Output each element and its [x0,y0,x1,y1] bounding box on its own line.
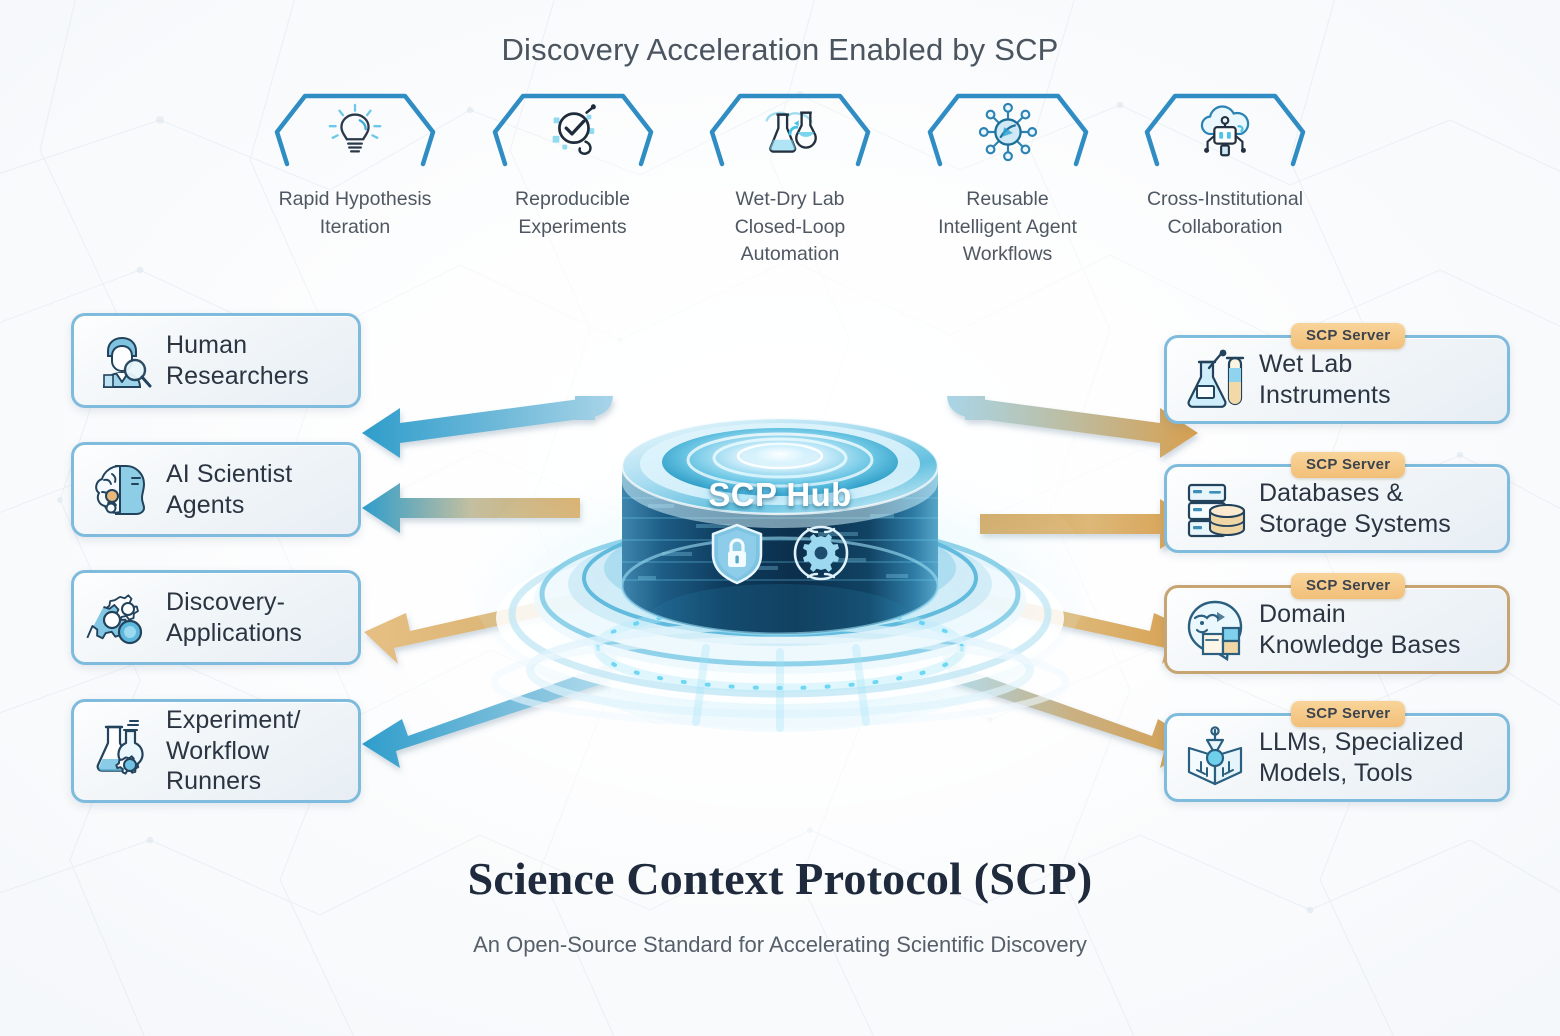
server-card-databases-storage[interactable]: SCP Server Databases & Storage Systems [1164,452,1510,553]
agent-network-icon [978,102,1037,162]
flask-tube-icon [1187,349,1245,408]
database-icon [1187,483,1246,537]
card-label: Experiment/ Workflow Runners [166,706,301,796]
researcher-icon [102,336,152,388]
scp-server-badge: SCP Server [1291,701,1406,727]
feature-label: Wet-Dry Lab Closed-Loop Automation [734,188,846,266]
hexagon-outline-icon [274,93,436,167]
flask-gear-icon [96,720,144,775]
feature-reproducible-experiments[interactable]: Reproducible Experiments [473,88,673,241]
feature-hex-frame [274,88,436,176]
hexagon-outline-icon [927,93,1088,167]
card-label: Wet Lab Instruments [1259,350,1391,409]
feature-hex-frame [709,88,871,176]
card-label: Domain Knowledge Bases [1259,600,1461,659]
card-label: Human Researchers [166,331,309,390]
feature-label: Reproducible Experiments [515,188,630,238]
scp-server-badge: SCP Server [1291,573,1406,599]
client-card-human-researchers[interactable]: Human Researchers [71,313,361,408]
card-label: LLMs, Specialized Models, Tools [1259,728,1464,787]
scp-server-badge: SCP Server [1291,323,1406,349]
gears-icon [86,593,143,644]
check-flask-icon [552,104,596,155]
client-card-discovery-applications[interactable]: Discovery- Applications [71,570,361,665]
hexagon-outline-icon [1144,93,1306,167]
feature-hex-frame [1144,88,1306,176]
card-label: AI Scientist Agents [166,460,293,519]
feature-rapid-hypothesis-iteration[interactable]: Rapid Hypothesis Iteration [255,88,455,241]
scp-hub[interactable]: SCP Hub [466,318,1094,738]
card-label: Databases & Storage Systems [1259,479,1451,538]
hexagon-outline-icon [492,93,653,167]
ai-brain-icon [95,464,146,515]
feature-hex-frame [927,88,1088,176]
server-card-wet-lab-instruments[interactable]: SCP Server Wet Lab Instruments [1164,323,1510,424]
scp-server-badge: SCP Server [1291,452,1406,478]
feature-label: Rapid Hypothesis Iteration [278,188,432,238]
server-card-domain-knowledge-bases[interactable]: SCP Server Domain Knowledge Bases [1164,573,1510,674]
feature-reusable-agent-workflows[interactable]: Reusable Intelligent Agent Workflows [908,88,1108,269]
feature-label: Reusable Intelligent Agent Workflows [938,188,1077,266]
lightbulb-icon [328,103,382,153]
feature-cross-institutional-collaboration[interactable]: Cross-Institutional Collaboration [1125,88,1325,241]
client-card-ai-scientist-agents[interactable]: AI Scientist Agents [71,442,361,537]
model-tools-icon [1187,725,1243,785]
feature-row: Rapid Hypothesis Iteration [255,88,1325,269]
feature-label: Cross-Institutional Collaboration [1146,188,1304,238]
cloud-robot-icon [1200,105,1250,157]
header-title: Discovery Acceleration Enabled by SCP [501,32,1059,67]
page-subtitle: An Open-Source Standard for Accelerating… [473,932,1087,957]
card-label: Discovery- Applications [166,588,303,647]
knowledge-icon [1187,600,1243,661]
feature-hex-frame [492,88,653,176]
server-card-llms-models-tools[interactable]: SCP Server LLMs, Specialized Models, Too… [1164,701,1510,802]
hub-graphic [470,416,1090,732]
client-card-experiment-workflow-runners[interactable]: Experiment/ Workflow Runners [71,699,361,803]
feature-wet-dry-lab-automation[interactable]: Wet-Dry Lab Closed-Loop Automation [690,88,890,269]
page-title: Science Context Protocol (SCP) [467,853,1093,904]
flasks-loop-icon [765,111,817,153]
hexagon-outline-icon [709,93,871,167]
